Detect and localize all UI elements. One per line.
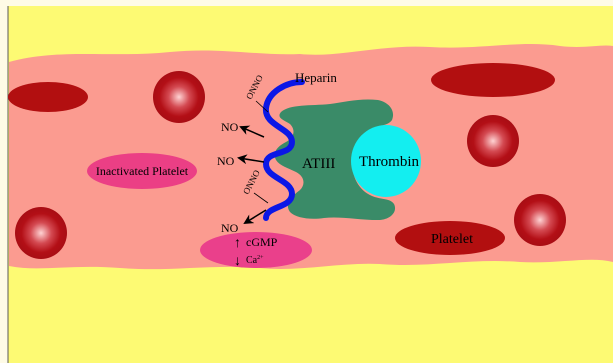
- red-blood-cell: [514, 194, 566, 246]
- red-blood-cell-side: [8, 82, 88, 112]
- inactivated-platelet-label: Inactivated Platelet: [96, 164, 189, 178]
- red-blood-cell: [467, 115, 519, 167]
- red-blood-cell: [153, 71, 205, 123]
- no-label: NO: [221, 221, 239, 235]
- down-arrow-icon: ↓: [234, 254, 241, 269]
- platelet-label: Platelet: [431, 232, 473, 247]
- heparin-label: Heparin: [295, 70, 337, 85]
- atiii-label: ATIII: [302, 156, 335, 172]
- cgmp-label: cGMP: [246, 235, 278, 249]
- red-blood-cell: [15, 207, 67, 259]
- no-label: NO: [221, 120, 239, 134]
- thrombin-label: Thrombin: [359, 154, 419, 170]
- no-label: NO: [217, 154, 235, 168]
- red-blood-cell-side: [431, 63, 555, 97]
- up-arrow-icon: ↑: [234, 236, 241, 251]
